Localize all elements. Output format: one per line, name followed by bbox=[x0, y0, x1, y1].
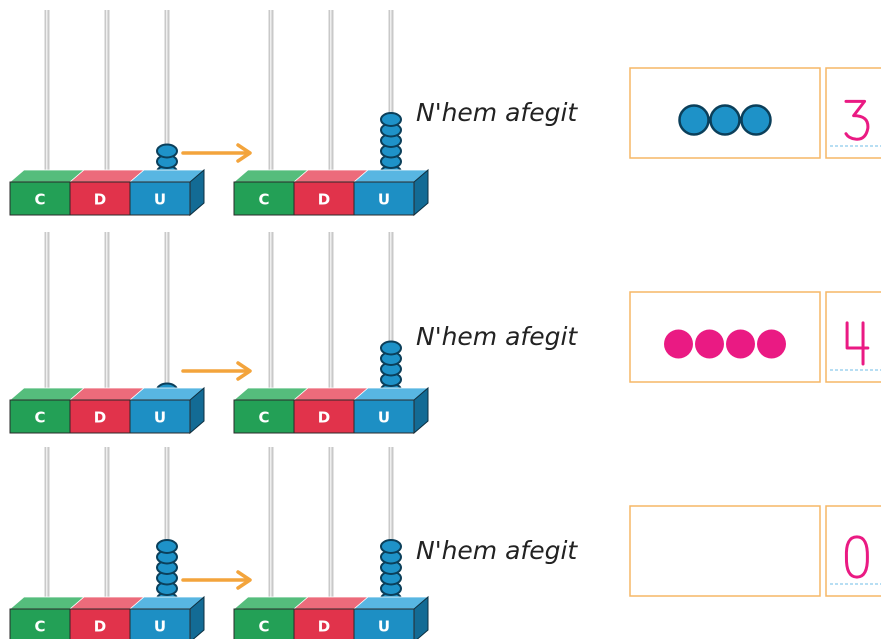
answer-digit-glyph bbox=[844, 535, 869, 579]
abacus-rod-highlight bbox=[106, 447, 108, 603]
abacus-rod-highlight bbox=[106, 232, 108, 394]
added-dot bbox=[678, 104, 710, 136]
added-label: N'hem afegit bbox=[416, 536, 578, 565]
arrow-head bbox=[236, 361, 252, 381]
abacus-rod-highlight bbox=[166, 447, 168, 603]
abacus-rod-highlight bbox=[166, 232, 168, 394]
block-u bbox=[129, 608, 191, 643]
block-label-d: D bbox=[94, 191, 106, 209]
abacus-rod-highlight bbox=[390, 10, 392, 176]
added-dot bbox=[740, 104, 772, 136]
abacus-rod-highlight bbox=[270, 232, 272, 394]
block-label-d: D bbox=[94, 409, 106, 427]
block-c bbox=[9, 608, 71, 643]
added-dot bbox=[664, 329, 693, 359]
block-d bbox=[293, 181, 355, 216]
answer-box bbox=[825, 291, 881, 383]
answer-digit-glyph bbox=[845, 321, 870, 366]
block-d bbox=[69, 608, 131, 643]
block-c bbox=[233, 399, 295, 434]
abacus-rod-highlight bbox=[106, 10, 108, 176]
block-label-u: U bbox=[154, 409, 166, 427]
block-u bbox=[353, 181, 415, 216]
block-label-d: D bbox=[318, 191, 330, 209]
abacus-rod-highlight bbox=[330, 10, 332, 176]
abacus-rod-highlight bbox=[270, 10, 272, 176]
bead bbox=[380, 340, 402, 356]
block-c bbox=[233, 608, 295, 643]
block-label-c: C bbox=[34, 409, 45, 427]
added-dot bbox=[695, 329, 724, 359]
block-label-d: D bbox=[318, 618, 330, 636]
abacus-rod-highlight bbox=[166, 10, 168, 176]
answer-digit bbox=[845, 321, 870, 366]
block-label-d: D bbox=[318, 409, 330, 427]
block-label-c: C bbox=[34, 618, 45, 636]
block-label-u: U bbox=[154, 618, 166, 636]
abacus-rod-highlight bbox=[330, 447, 332, 603]
answer-digit-glyph bbox=[844, 99, 870, 141]
arrow-head bbox=[236, 570, 252, 590]
abacus-rod-highlight bbox=[46, 447, 48, 603]
block-d bbox=[69, 399, 131, 434]
bead bbox=[380, 112, 402, 127]
dots-box bbox=[629, 505, 821, 597]
block-label-u: U bbox=[378, 191, 390, 209]
abacus-rod-highlight bbox=[330, 232, 332, 394]
block-label-c: C bbox=[258, 409, 269, 427]
block-label-u: U bbox=[378, 409, 390, 427]
arrow-head bbox=[236, 143, 252, 163]
abacus-rod-highlight bbox=[46, 10, 48, 176]
added-dot bbox=[726, 329, 755, 359]
block-label-u: U bbox=[154, 191, 166, 209]
bead bbox=[380, 539, 402, 554]
added-label: N'hem afegit bbox=[416, 98, 578, 127]
abacus-rod-highlight bbox=[270, 447, 272, 603]
bead bbox=[156, 539, 178, 554]
block-label-c: C bbox=[258, 618, 269, 636]
answer-box bbox=[825, 67, 881, 159]
block-d bbox=[69, 181, 131, 216]
block-u bbox=[129, 399, 191, 434]
added-label: N'hem afegit bbox=[416, 322, 578, 351]
abacus-rod-highlight bbox=[390, 447, 392, 603]
block-u bbox=[129, 181, 191, 216]
answer-digit bbox=[844, 99, 870, 141]
added-dot bbox=[709, 104, 741, 136]
block-label-d: D bbox=[94, 618, 106, 636]
bead bbox=[156, 143, 178, 159]
answer-box bbox=[825, 505, 881, 597]
added-dot bbox=[757, 329, 786, 359]
block-label-c: C bbox=[258, 191, 269, 209]
dots-box bbox=[629, 291, 821, 383]
block-label-c: C bbox=[34, 191, 45, 209]
abacus-rod-highlight bbox=[390, 232, 392, 394]
abacus-rod-highlight bbox=[46, 232, 48, 394]
answer-digit bbox=[844, 535, 869, 579]
block-u bbox=[353, 399, 415, 434]
block-c bbox=[233, 181, 295, 216]
block-c bbox=[9, 399, 71, 434]
block-u bbox=[353, 608, 415, 643]
block-label-u: U bbox=[378, 618, 390, 636]
